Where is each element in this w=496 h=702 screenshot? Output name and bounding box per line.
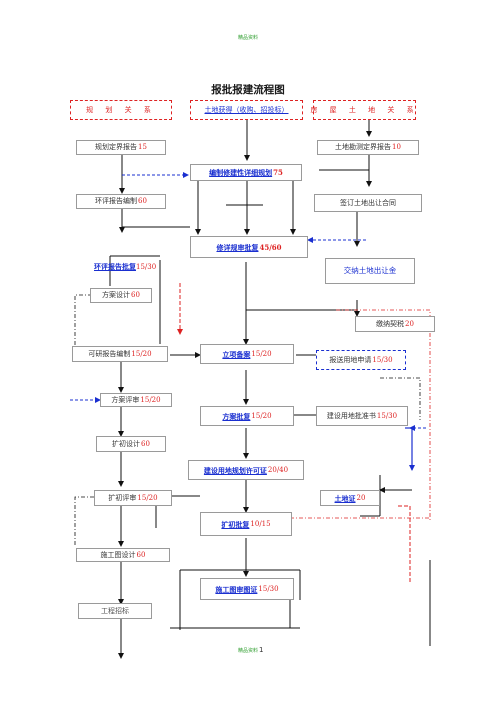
- construction-review-label: 施工图审图证: [215, 584, 258, 594]
- env-approval-label: 环评报告批复: [94, 262, 136, 271]
- land-survey-report-box: 土地勘测定界报告 10: [317, 140, 419, 155]
- land-permit-book-box: 建设用地批准书 15/30: [316, 406, 408, 426]
- scheme-approval-box: 方案批复 15/20: [200, 406, 294, 426]
- scheme-review-box: 方案评审 15/20: [100, 393, 172, 407]
- page-header: 精品资料: [237, 35, 258, 41]
- construction-design-box: 施工图设计 60: [76, 548, 170, 562]
- land-permit-book-label: 建设用地批准书: [326, 411, 376, 420]
- scheme-review-label: 方案评审: [111, 395, 140, 404]
- scheme-design-label: 方案设计: [102, 291, 131, 299]
- prelim-approval-box: 扩初批复 10/15: [200, 512, 292, 536]
- scheme-approval-label: 方案批复: [222, 411, 251, 421]
- feasibility-label: 可研报告编制: [88, 349, 131, 358]
- land-contract-box: 签订土地出让合同: [314, 194, 422, 212]
- land-cert-label: 土地证: [334, 493, 356, 503]
- prelim-design-label: 扩初设计: [112, 439, 141, 448]
- env-report-label: 环评报告编制: [95, 197, 138, 205]
- land-apply-days: 15/30: [372, 355, 393, 364]
- housing-relation-label: 房 屋 土 地 关 系: [310, 105, 419, 114]
- deed-tax-days: 20: [405, 319, 414, 328]
- project-filing-box: 立项备案 15/20: [200, 344, 294, 364]
- detail-approval-label: 修详规审批复: [216, 242, 259, 252]
- deed-tax-box: 缴纳契税 20: [355, 316, 435, 332]
- scheme-review-days: 15/20: [140, 395, 161, 404]
- land-apply-label: 报送用地申请: [329, 355, 372, 364]
- scheme-approval-days: 15/20: [251, 411, 272, 420]
- planning-relation-label: 规 划 关 系: [86, 105, 156, 114]
- bidding-box: 工程招标: [78, 603, 152, 619]
- land-planning-permit-days: 20/40: [267, 465, 289, 474]
- detail-plan-box: 编制修建性详细规划 75: [190, 164, 302, 181]
- env-report-box: 环评报告编制 60: [76, 194, 166, 209]
- construction-design-days: 60: [136, 550, 146, 559]
- plan-boundary-report-days: 15: [138, 143, 147, 151]
- prelim-design-days: 60: [141, 439, 150, 448]
- detail-plan-days: 75: [273, 168, 283, 177]
- planning-relation-box: 规 划 关 系: [70, 100, 172, 120]
- land-contract-label: 签订土地出让合同: [340, 198, 396, 207]
- detail-approval-days: 45/60: [259, 242, 282, 252]
- plan-boundary-report-label: 规划定界报告: [95, 143, 138, 151]
- footer-text: 精品资料: [238, 648, 259, 654]
- land-apply-box: 报送用地申请 15/30: [316, 350, 406, 370]
- land-fee-label: 交纳土地出让金: [343, 266, 397, 276]
- land-fee-box: 交纳土地出让金: [325, 258, 415, 284]
- detail-plan-label: 编制修建性详细规划: [209, 168, 273, 177]
- land-permit-book-days: 15/30: [376, 411, 398, 420]
- prelim-review-label: 扩初评审: [108, 493, 137, 502]
- prelim-approval-days: 10/15: [250, 519, 271, 528]
- prelim-review-box: 扩初评审 15/20: [94, 490, 172, 506]
- construction-review-box: 施工图审图证 15/30: [200, 578, 294, 600]
- land-acquisition-box: 土地获得（收购、招投标）: [190, 100, 303, 120]
- detail-approval-box: 修详规审批复 45/60: [190, 236, 308, 258]
- project-filing-days: 15/20: [251, 349, 272, 358]
- scheme-design-days: 60: [131, 291, 140, 299]
- land-planning-permit-label: 建设用地规划许可证: [203, 465, 267, 475]
- page-title: 报批报建流程图: [211, 84, 285, 96]
- page-footer: 精品资料1: [238, 646, 263, 654]
- feasibility-box: 可研报告编制 15/20: [72, 346, 168, 362]
- land-survey-report-label: 土地勘测定界报告: [335, 143, 392, 151]
- prelim-approval-label: 扩初批复: [221, 519, 250, 529]
- land-survey-report-days: 10: [392, 143, 401, 151]
- page-number: 1: [259, 646, 264, 654]
- land-cert-days: 20: [356, 493, 366, 502]
- feasibility-days: 15/20: [131, 349, 152, 358]
- env-approval-days: 15/30: [136, 263, 157, 271]
- land-cert-box: 土地证 20: [320, 490, 380, 506]
- prelim-design-box: 扩初设计 60: [96, 436, 166, 452]
- deed-tax-label: 缴纳契税: [376, 319, 405, 328]
- housing-relation-box: 房 屋 土 地 关 系: [310, 100, 419, 120]
- project-filing-label: 立项备案: [222, 349, 251, 359]
- plan-boundary-report-box: 规划定界报告 15: [76, 140, 166, 155]
- bidding-label: 工程招标: [101, 606, 129, 615]
- prelim-review-days: 15/20: [137, 493, 158, 502]
- construction-design-label: 施工图设计: [100, 550, 136, 559]
- env-report-days: 60: [138, 197, 147, 205]
- construction-review-days: 15/30: [258, 584, 279, 593]
- scheme-design-box: 方案设计 60: [90, 288, 152, 303]
- land-planning-permit-box: 建设用地规划许可证 20/40: [188, 460, 304, 480]
- land-acquisition-label: 土地获得（收购、招投标）: [204, 105, 289, 114]
- env-approval-label-group: 环评报告批复15/30: [94, 262, 156, 272]
